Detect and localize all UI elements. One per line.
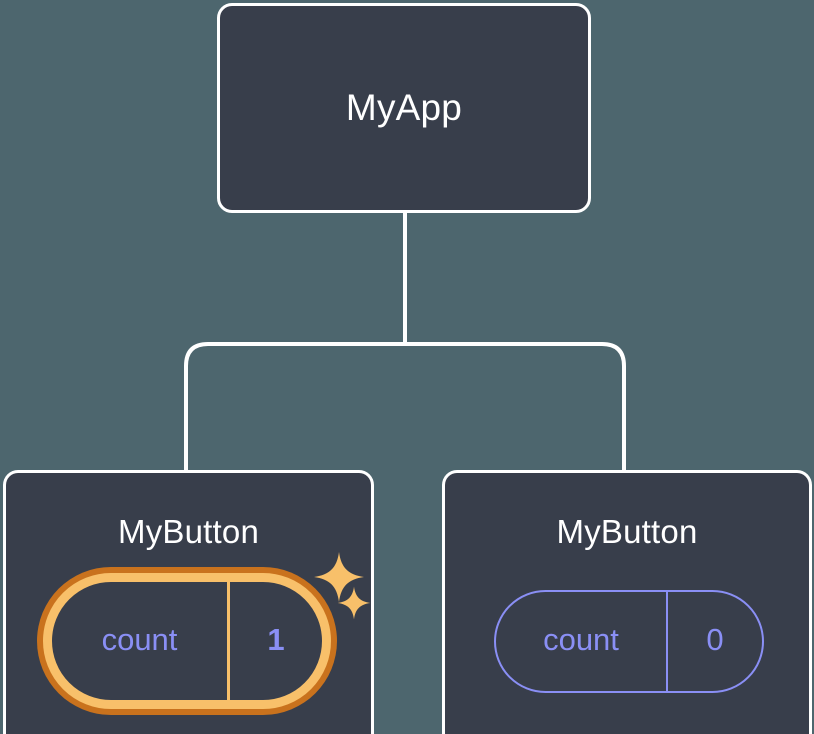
state-label: count [496, 592, 668, 691]
node-title: MyApp [345, 87, 463, 128]
node-title: MyButton [556, 513, 698, 550]
state-pill-count-updated[interactable]: count 1 [43, 573, 331, 709]
state-pill-count-idle[interactable]: count 0 [494, 590, 764, 693]
state-value: 0 [706, 622, 724, 657]
connector-branch-bus [184, 342, 626, 470]
sparkle-icon [313, 551, 365, 603]
component-node-myapp[interactable]: MyApp [217, 3, 591, 213]
sparkle-icon [337, 586, 371, 620]
state-value: 1 [267, 621, 285, 657]
state-label: count [52, 582, 230, 700]
node-title: MyButton [118, 513, 259, 550]
